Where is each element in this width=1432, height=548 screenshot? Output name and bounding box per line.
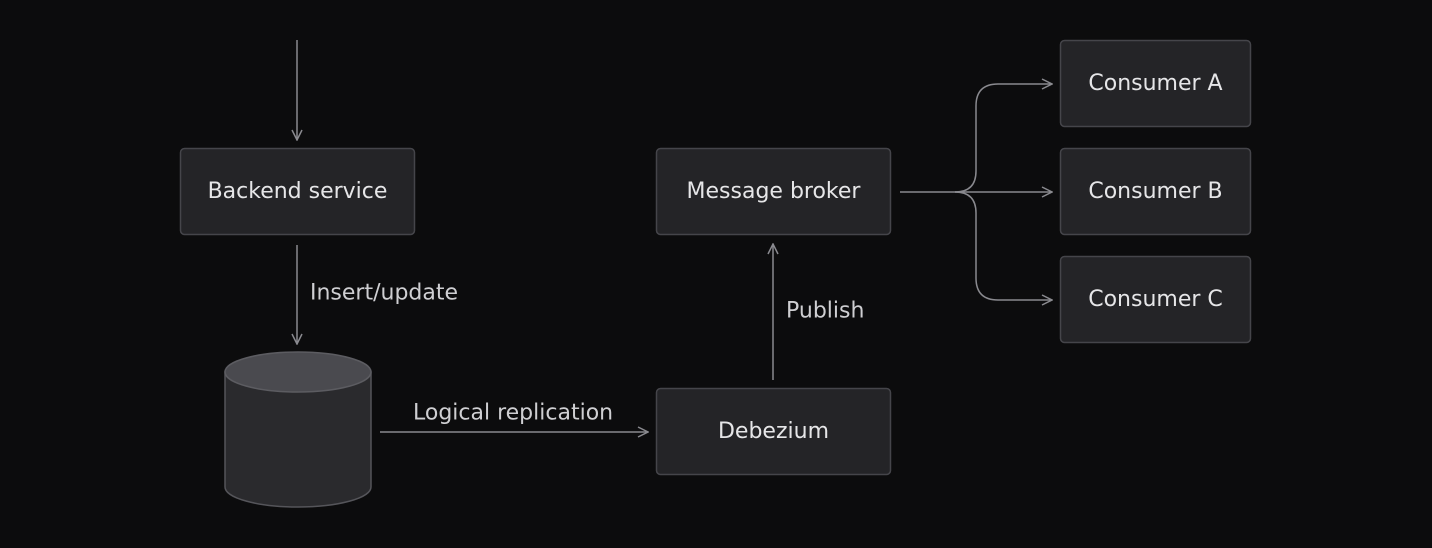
consumer-a-label: Consumer A <box>1088 71 1222 96</box>
message-broker-label: Message broker <box>687 179 862 204</box>
broker-to-consumer-c-arrow <box>954 191 1052 300</box>
publish-label: Publish <box>786 299 864 324</box>
insert-update-label: Insert/update <box>310 281 458 306</box>
backend-service-label: Backend service <box>208 179 388 204</box>
database-cylinder-icon <box>224 351 372 508</box>
logical-replication-label: Logical replication <box>413 401 613 426</box>
backend-service-node: Backend service <box>179 147 416 236</box>
broker-to-consumer-a-arrow <box>900 84 1052 193</box>
debezium-node: Debezium <box>655 387 892 476</box>
consumer-b-node: Consumer B <box>1059 147 1252 236</box>
consumer-c-label: Consumer C <box>1088 287 1223 312</box>
consumer-a-node: Consumer A <box>1059 39 1252 128</box>
consumer-b-label: Consumer B <box>1088 179 1222 204</box>
consumer-c-node: Consumer C <box>1059 255 1252 344</box>
message-broker-node: Message broker <box>655 147 892 236</box>
debezium-label: Debezium <box>718 419 829 444</box>
